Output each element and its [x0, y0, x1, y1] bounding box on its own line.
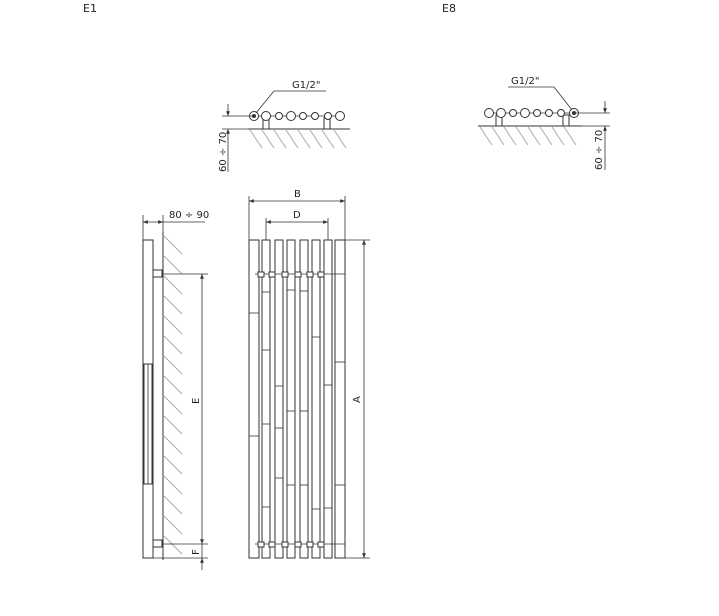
wall-distance-label-e8: 60 ÷ 70: [594, 130, 605, 170]
variant-code-e1: E1: [83, 2, 97, 15]
depth-label: 80 ÷ 90: [169, 210, 209, 221]
height-e-label: E: [191, 398, 202, 404]
thread-label-e8: G1/2": [511, 76, 539, 87]
top-view-e8: G1/2" 60 ÷ 70: [478, 76, 610, 170]
front-view: B D A: [248, 189, 370, 559]
wall-distance-label-e1: 60 ÷ 70: [218, 132, 229, 172]
height-f-label: F: [191, 549, 202, 555]
width-b-label: B: [294, 189, 301, 200]
side-view: 80 ÷ 90 E F: [142, 210, 209, 570]
thread-label-e1: G1/2": [292, 80, 320, 91]
top-view-e1: G1/2" 60 ÷ 70: [218, 80, 350, 172]
variant-code-e8: E8: [442, 2, 456, 15]
width-d-label: D: [293, 210, 301, 221]
height-a-label: A: [352, 396, 363, 403]
